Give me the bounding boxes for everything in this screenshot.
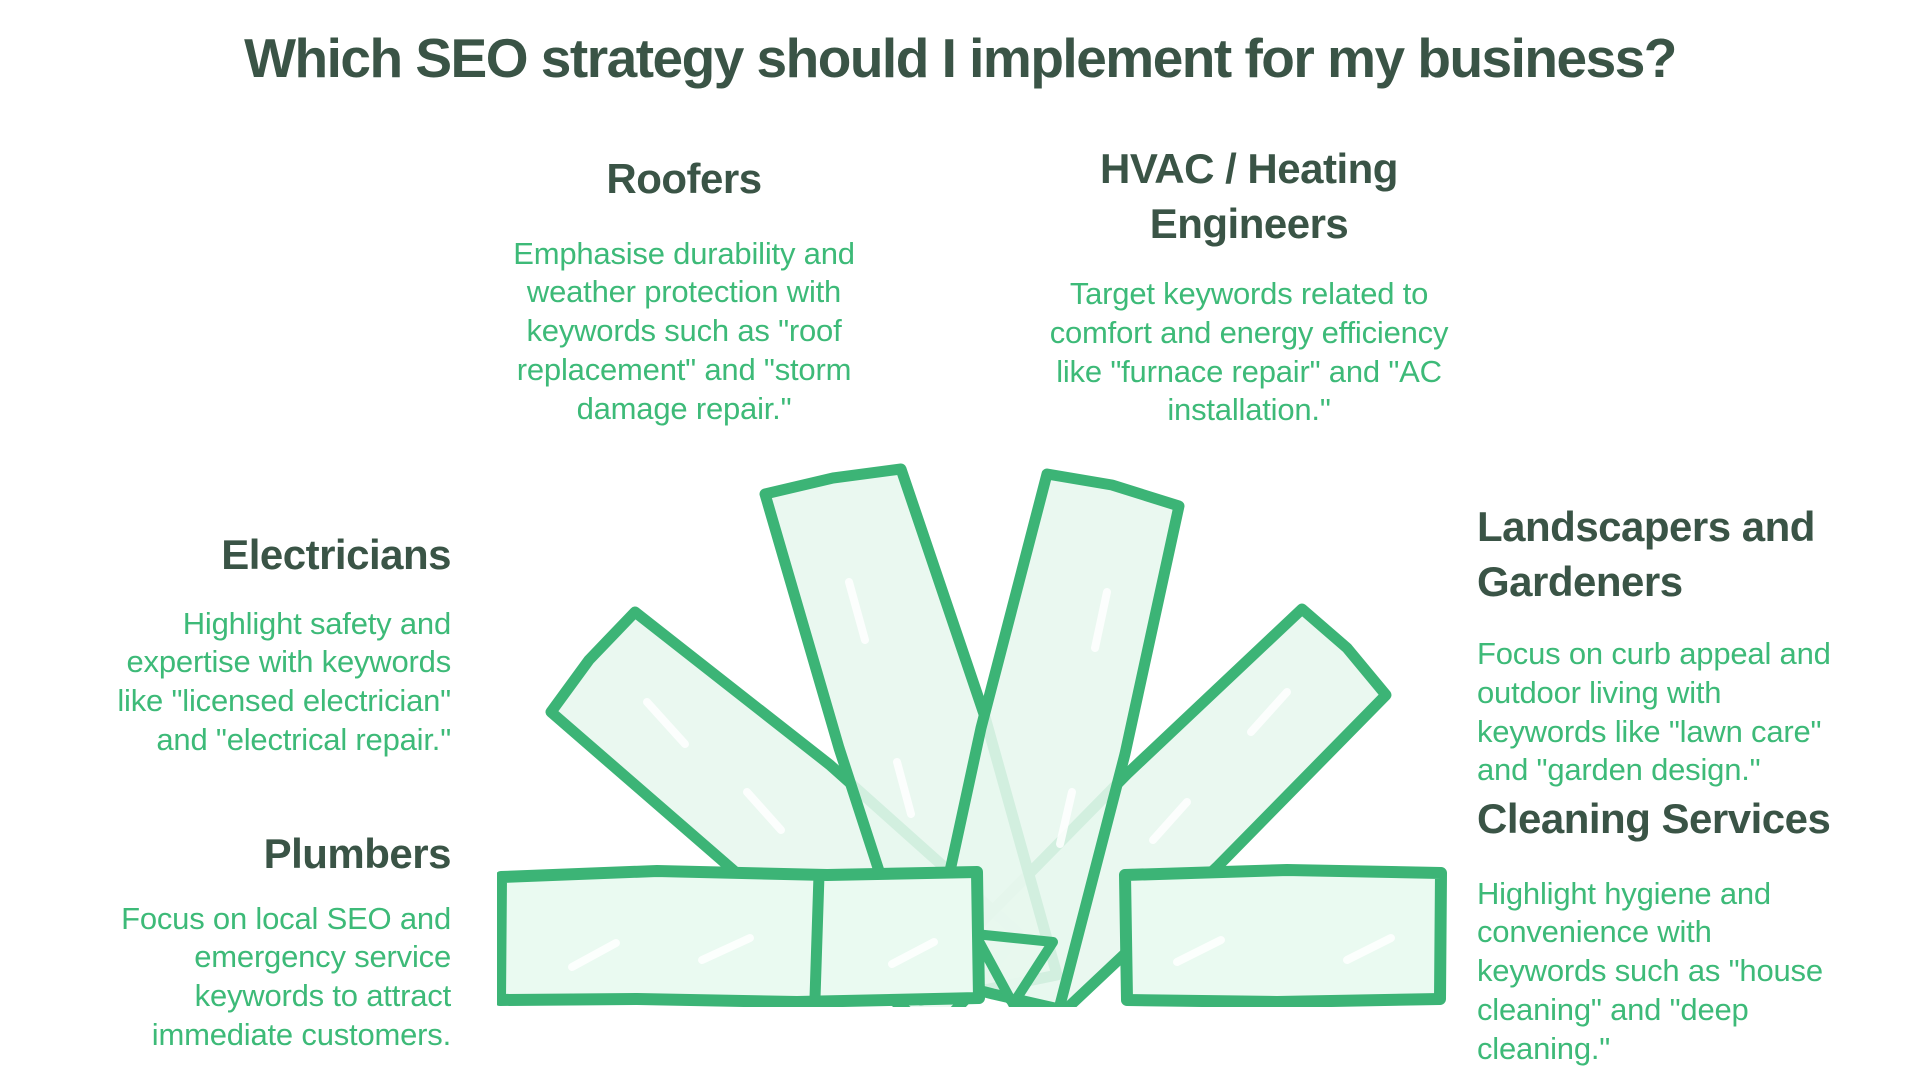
- section-plumbers: Plumbers Focus on local SEO and emergenc…: [51, 827, 451, 1055]
- section-cleaning-description: Highlight hygiene and convenience with k…: [1477, 875, 1823, 1066]
- plank-plumbers: [497, 865, 985, 1007]
- section-hvac-description: Target keywords related to comfort and e…: [1049, 276, 1449, 428]
- section-landscapers: Landscapers and Gardeners Focus on curb …: [1477, 500, 1907, 790]
- plank-knot: [970, 929, 1058, 1007]
- section-electricians-description: Highlight safety and expertise with keyw…: [117, 605, 451, 757]
- section-electricians-heading: Electricians: [221, 531, 451, 578]
- section-roofers-description: Emphasise durability and weather protect…: [513, 235, 855, 426]
- section-cleaning: Cleaning Services Highlight hygiene and …: [1477, 792, 1907, 1068]
- section-hvac-heading: HVAC / Heating Engineers: [1100, 145, 1398, 247]
- section-hvac: HVAC / Heating Engineers Target keywords…: [1014, 142, 1484, 430]
- section-roofers-heading: Roofers: [606, 155, 762, 202]
- section-landscapers-heading: Landscapers and Gardeners: [1477, 503, 1815, 605]
- plank-cleaning: [1119, 864, 1447, 1007]
- section-plumbers-heading: Plumbers: [263, 830, 452, 877]
- page-title: Which SEO strategy should I implement fo…: [244, 27, 1677, 89]
- plank-plumbers-divider: [809, 869, 825, 1004]
- section-plumbers-description: Focus on local SEO and emergency service…: [121, 900, 451, 1052]
- section-landscapers-description: Focus on curb appeal and outdoor living …: [1477, 636, 1831, 788]
- section-cleaning-heading: Cleaning Services: [1477, 795, 1831, 842]
- fan-planks-graphic: [497, 463, 1447, 1007]
- section-electricians: Electricians Highlight safety and expert…: [51, 528, 451, 760]
- section-roofers: Roofers Emphasise durability and weather…: [484, 152, 884, 428]
